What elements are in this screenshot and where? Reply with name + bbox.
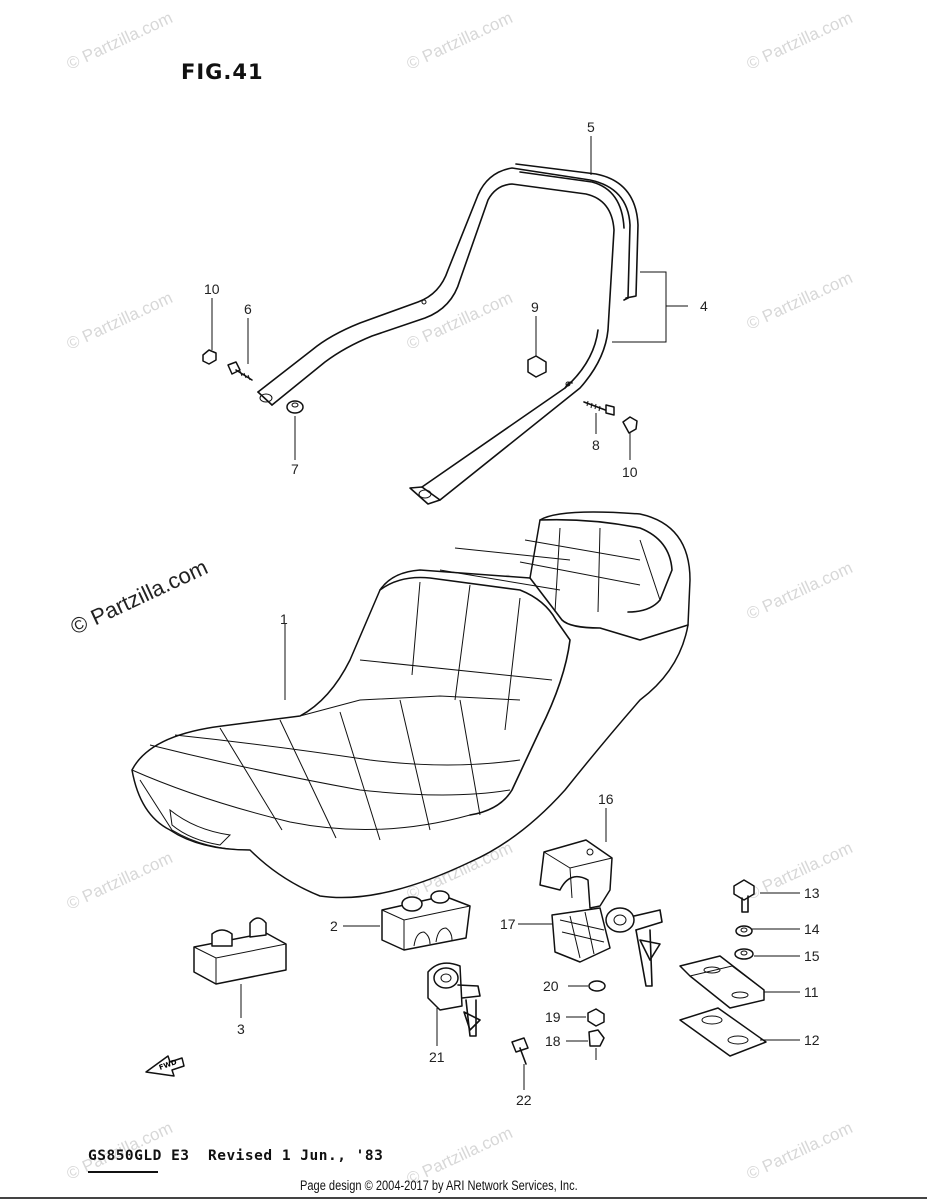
screw <box>511 1037 529 1065</box>
bolt-right <box>583 400 615 416</box>
callout-14: 14 <box>804 921 820 937</box>
watermark: © Partzilla.com <box>64 848 176 914</box>
callout-21: 21 <box>429 1049 445 1065</box>
cap-right <box>622 416 638 434</box>
callout-5: 5 <box>587 119 595 135</box>
callout-15: 15 <box>804 948 820 964</box>
callout-7: 7 <box>291 461 299 477</box>
helmet-lock <box>427 962 481 1037</box>
callout-10-left: 10 <box>204 281 220 297</box>
bolt-lock <box>588 1029 605 1060</box>
callout-18: 18 <box>545 1033 561 1049</box>
hinge-bracket <box>679 955 765 1009</box>
model-revision-text: GS850GLD E3 Revised 1 Jun., '83 <box>88 1148 384 1164</box>
callout-4: 4 <box>700 298 708 314</box>
callout-9: 9 <box>531 299 539 315</box>
watermark: © Partzilla.com <box>744 268 856 334</box>
watermark: © Partzilla.com <box>64 8 176 74</box>
callout-11: 11 <box>804 984 819 1000</box>
washer-left <box>286 400 304 414</box>
callout-17: 17 <box>500 916 516 932</box>
watermark: © Partzilla.com <box>64 288 176 354</box>
spacer <box>527 355 547 378</box>
washer-flat <box>734 948 754 960</box>
bolt-left <box>227 361 253 381</box>
washer-hinge <box>735 925 753 937</box>
watermark-prominent: © Partzilla.com <box>67 554 212 639</box>
callout-13: 13 <box>804 885 820 901</box>
seat-lock <box>551 907 663 987</box>
callout-22: 22 <box>516 1092 532 1108</box>
cap-left <box>202 349 217 365</box>
watermark: © Partzilla.com <box>404 288 516 354</box>
callout-20: 20 <box>543 978 559 994</box>
watermark: © Partzilla.com <box>404 8 516 74</box>
seat <box>131 511 691 899</box>
leader-lines <box>211 136 800 1090</box>
callout-3: 3 <box>237 1021 245 1037</box>
lock-bracket <box>539 839 613 909</box>
page-credit: Page design © 2004-2017 by ARI Network S… <box>300 1178 578 1193</box>
callout-1: 1 <box>280 611 288 627</box>
callout-19: 19 <box>545 1009 561 1025</box>
watermark: © Partzilla.com <box>744 838 856 904</box>
watermark: © Partzilla.com <box>744 558 856 624</box>
callout-16: 16 <box>598 791 614 807</box>
cushion-rear <box>193 917 287 985</box>
callout-12: 12 <box>804 1032 820 1048</box>
callout-10-right: 10 <box>622 464 638 480</box>
cushion-front <box>381 890 471 951</box>
bolt-hinge <box>733 879 755 913</box>
watermark: © Partzilla.com <box>744 8 856 74</box>
figure-title: FIG.41 <box>181 60 264 84</box>
grab-rail <box>257 163 639 505</box>
callout-numbers: 1 2 3 4 5 6 7 8 9 10 10 11 12 13 14 15 1… <box>204 119 820 1108</box>
washer-small <box>588 980 606 992</box>
watermark: © Partzilla.com <box>744 1118 856 1184</box>
washer-lock <box>587 1008 605 1027</box>
callout-2: 2 <box>330 918 338 934</box>
callout-8: 8 <box>592 437 600 453</box>
callout-6: 6 <box>244 301 252 317</box>
plate <box>679 1007 767 1057</box>
forward-arrow-icon: FWD <box>145 1055 185 1077</box>
